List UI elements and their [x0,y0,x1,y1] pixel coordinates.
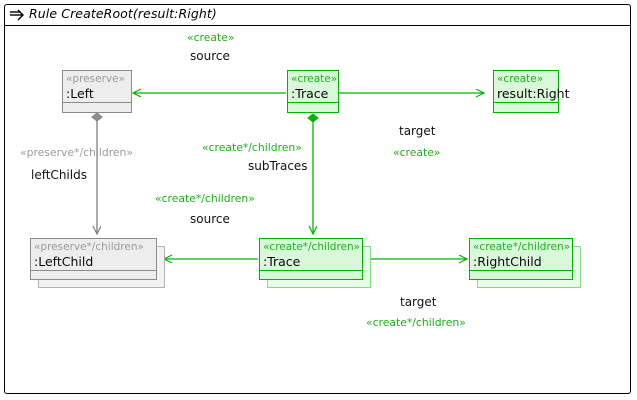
node-trace-top-stereotype: «create» [291,73,338,85]
node-trace-top[interactable]: «create» :Trace [287,70,339,113]
rule-arrow-icon [10,9,24,21]
node-right-child-stereotype: «create*/children» [473,241,571,253]
label-bot-target-stereotype: «create*/children» [366,316,466,329]
label-top-target-role: target [399,124,436,138]
label-top-source-role: source [190,49,230,63]
label-bot-source-role: source [190,212,230,226]
label-bot-source-stereotype: «create*/children» [155,192,255,205]
label-leftchilds-role: leftChilds [31,168,87,182]
node-trace-top-name: :Trace [291,86,329,101]
node-result-right-stereotype: «create» [497,73,544,85]
label-subtraces-role: subTraces [248,159,308,173]
node-result-right[interactable]: «create» result:Right [493,70,570,113]
node-right-child[interactable]: «create*/children» :RightChild [469,238,581,288]
window-title-bar [4,4,631,26]
node-left-stereotype: «preserve» [66,73,125,85]
node-result-right-name: result:Right [497,86,570,101]
node-left[interactable]: «preserve» :Left [62,70,132,113]
node-right-child-name: :RightChild [473,254,542,269]
label-top-source-stereotype: «create» [187,31,235,44]
label-subtraces-stereotype: «create*/children» [202,141,302,154]
node-trace-bottom-stereotype: «create*/children» [263,241,361,253]
rule-window-frame [4,4,631,394]
node-left-name: :Left [66,86,94,101]
label-top-target-stereotype: «create» [393,146,441,159]
node-left-child-stereotype: «preserve*/children» [34,241,144,253]
page-title: Rule CreateRoot(result:Right) [29,6,217,21]
node-trace-bottom[interactable]: «create*/children» :Trace [259,238,371,288]
node-left-child[interactable]: «preserve*/children» :LeftChild [30,238,165,288]
label-bot-target-role: target [400,295,437,309]
node-trace-bottom-name: :Trace [263,254,301,269]
node-left-child-name: :LeftChild [34,254,94,269]
label-leftchilds-stereotype: «preserve*/children» [20,146,134,159]
